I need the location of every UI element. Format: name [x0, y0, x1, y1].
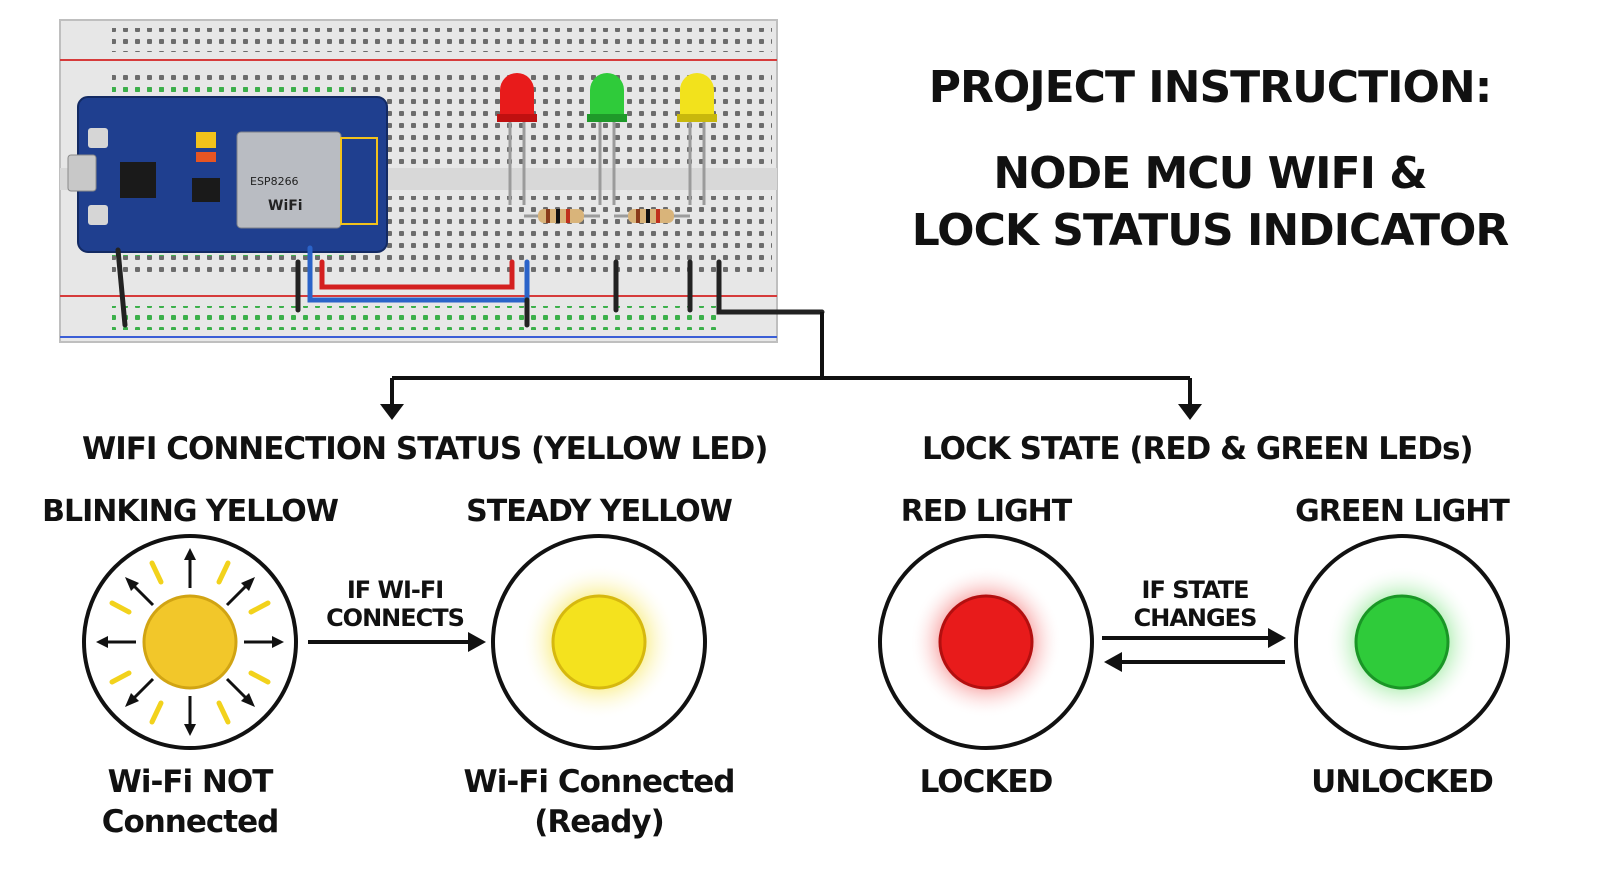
steady-yellow-indicator — [491, 534, 707, 750]
arrow-to-wifi-section — [380, 404, 404, 420]
locked-caption: LOCKED — [919, 764, 1054, 800]
wifi-transition-arrow — [308, 632, 486, 652]
green-light-indicator — [1294, 534, 1510, 750]
green-light-label: GREEN LIGHT — [1295, 494, 1510, 529]
lock-transition-arrows — [1102, 628, 1286, 672]
module-label: ESP8266 — [250, 175, 299, 188]
arrow-to-lock-section — [1178, 404, 1202, 420]
title-label: PROJECT INSTRUCTION: — [928, 62, 1493, 113]
blinking-caption-line-1: Wi-Fi NOT — [107, 764, 274, 800]
wifi-transition-line-1: IF WI-FI — [346, 576, 444, 604]
unlocked-caption: UNLOCKED — [1311, 764, 1494, 800]
red-light-indicator — [878, 534, 1094, 750]
jumper-wires — [115, 245, 825, 328]
breadboard-green-led — [587, 73, 627, 205]
red-light-label: RED LIGHT — [900, 494, 1072, 529]
resistor-2 — [614, 209, 690, 223]
resistor-1 — [524, 209, 600, 223]
lock-section-heading: LOCK STATE (RED & GREEN LEDs) — [922, 431, 1474, 467]
lock-transition-line-2: CHANGES — [1133, 604, 1258, 632]
lock-transition-line-1: IF STATE — [1141, 576, 1250, 604]
steady-caption-line-2: (Ready) — [534, 804, 665, 840]
wifi-section-heading: WIFI CONNECTION STATUS (YELLOW LED) — [82, 431, 768, 467]
title-line-1: NODE MCU WIFI & — [993, 148, 1427, 199]
wifi-transition-text: IF WI-FI CONNECTS — [300, 576, 490, 632]
steady-yellow-caption: Wi-Fi Connected (Ready) — [424, 762, 774, 842]
wifi-mark: WiFi — [268, 198, 303, 214]
breadboard-yellow-led — [677, 73, 717, 205]
wifi-transition-line-2: CONNECTS — [326, 604, 465, 632]
blinking-yellow-caption: Wi-Fi NOT Connected — [40, 762, 340, 842]
steady-yellow-label: STEADY YELLOW — [466, 494, 733, 529]
connector-tree — [390, 312, 1192, 408]
blinking-yellow-indicator — [82, 534, 298, 750]
blinking-yellow-label: BLINKING YELLOW — [42, 494, 339, 529]
steady-caption-line-1: Wi-Fi Connected — [463, 764, 736, 800]
breadboard-red-led — [497, 73, 537, 205]
lock-transition-text: IF STATE CHANGES — [1100, 576, 1290, 632]
blinking-caption-line-2: Connected — [101, 804, 280, 840]
title-line-2: LOCK STATUS INDICATOR — [911, 205, 1510, 256]
nodemcu-board: ESP8266 WiFi — [67, 96, 388, 253]
